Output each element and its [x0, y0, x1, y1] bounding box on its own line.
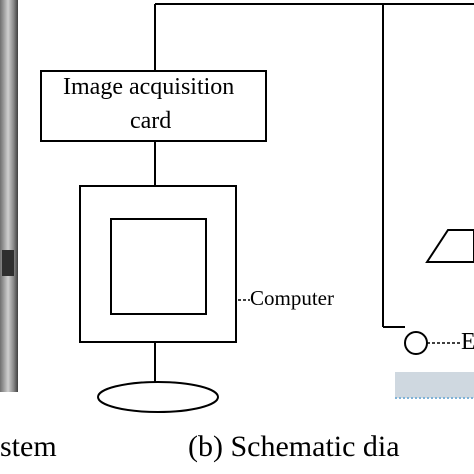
device-circle	[404, 331, 428, 355]
computer-label: Computer	[250, 286, 334, 310]
caption-left: stem	[0, 430, 57, 463]
card-label-line1: Image acquisition	[63, 74, 235, 100]
device-label: E	[461, 329, 474, 355]
system-photo-fragment	[0, 0, 18, 392]
computer-screen	[110, 218, 207, 315]
water-tank	[395, 372, 474, 398]
caption-right: (b) Schematic dia	[188, 430, 400, 463]
monitor-stand	[97, 381, 219, 413]
camera-shape	[425, 229, 474, 263]
image-acquisition-card-box	[40, 70, 267, 142]
card-label-line2: card	[130, 108, 172, 134]
